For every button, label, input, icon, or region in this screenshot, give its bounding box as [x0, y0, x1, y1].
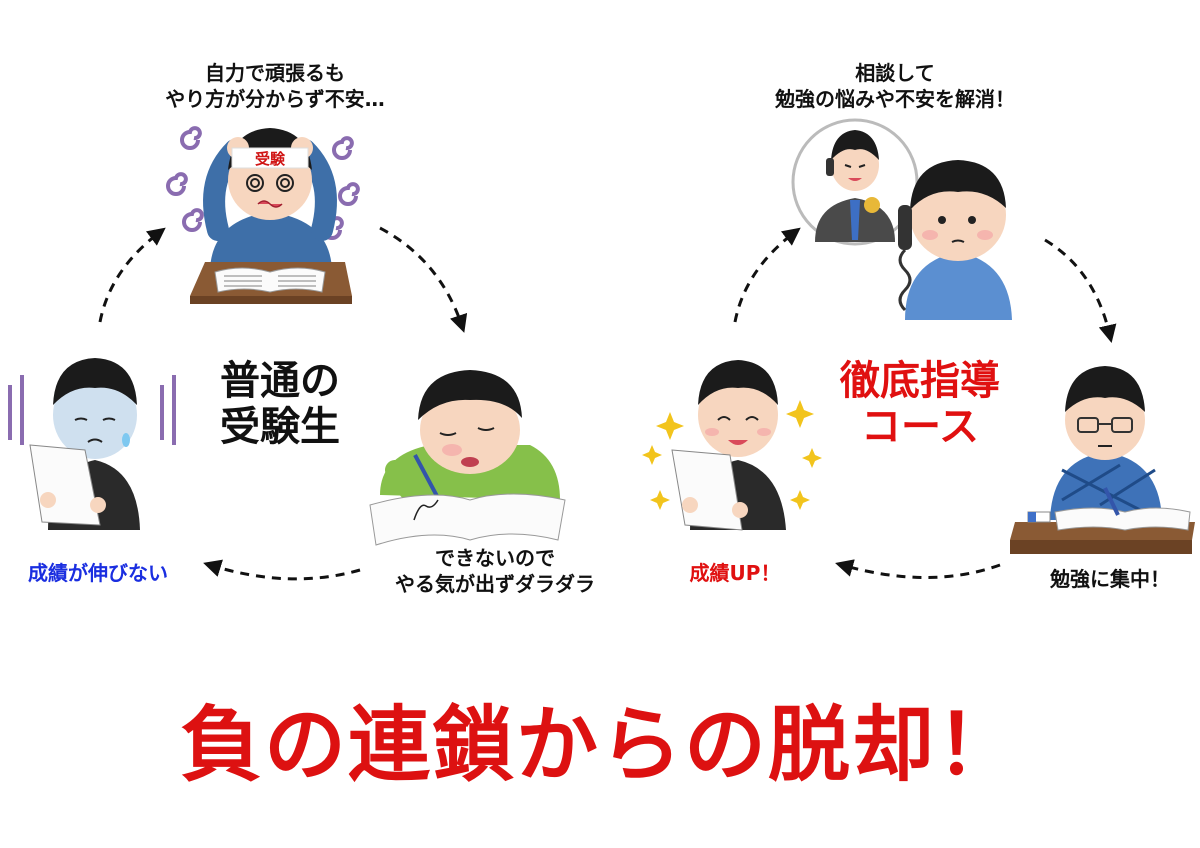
arrow-right-top-right: [1044, 238, 1117, 344]
confused-student-illustration: 受験: [166, 126, 360, 304]
gloomy-student-illustration: [8, 358, 176, 530]
caption-line: 自力で頑張るも: [205, 61, 345, 85]
main-banner: 負の連鎖からの脱却！: [179, 698, 1020, 793]
left-top-caption: 自力で頑張るも やり方が分からず不安…: [150, 60, 400, 112]
caption-line: 相談して: [855, 61, 935, 85]
phone-consultation-illustration: [791, 118, 1012, 320]
title-line: コース: [861, 404, 979, 450]
left-cycle-title: 普通の 受験生: [200, 358, 360, 450]
right-cycle-title: 徹底指導 コース: [820, 358, 1020, 450]
caption-line: やる気が出ずダラダラ: [395, 572, 595, 596]
headband-text: 受験: [255, 150, 286, 168]
caption-line: 勉強の悩みや不安を解消！: [775, 87, 1015, 111]
title-line: 普通の: [220, 358, 340, 404]
focused-student-illustration: [1010, 366, 1195, 554]
arrow-left-bottom: [203, 559, 361, 581]
caption-line: できないので: [435, 546, 555, 570]
right-left-caption: 成績UP！: [689, 561, 781, 585]
arrow-right-bottom: [835, 559, 1001, 579]
right-top-caption: 相談して 勉強の悩みや不安を解消！: [745, 60, 1045, 112]
lazy-student-illustration: [369, 370, 566, 546]
title-line: 徹底指導: [840, 358, 1000, 404]
arrow-right-up: [733, 227, 801, 323]
right-right-caption: 勉強に集中！: [1050, 567, 1170, 591]
arrow-left-up: [98, 227, 166, 323]
left-left-caption: 成績が伸びない: [28, 561, 168, 585]
happy-student-illustration: [642, 360, 822, 531]
caption-line: やり方が分からず不安…: [165, 87, 385, 111]
title-line: 受験生: [220, 404, 340, 450]
left-right-caption: できないので やる気が出ずダラダラ: [370, 545, 620, 597]
arrow-left-top-right: [379, 226, 468, 333]
